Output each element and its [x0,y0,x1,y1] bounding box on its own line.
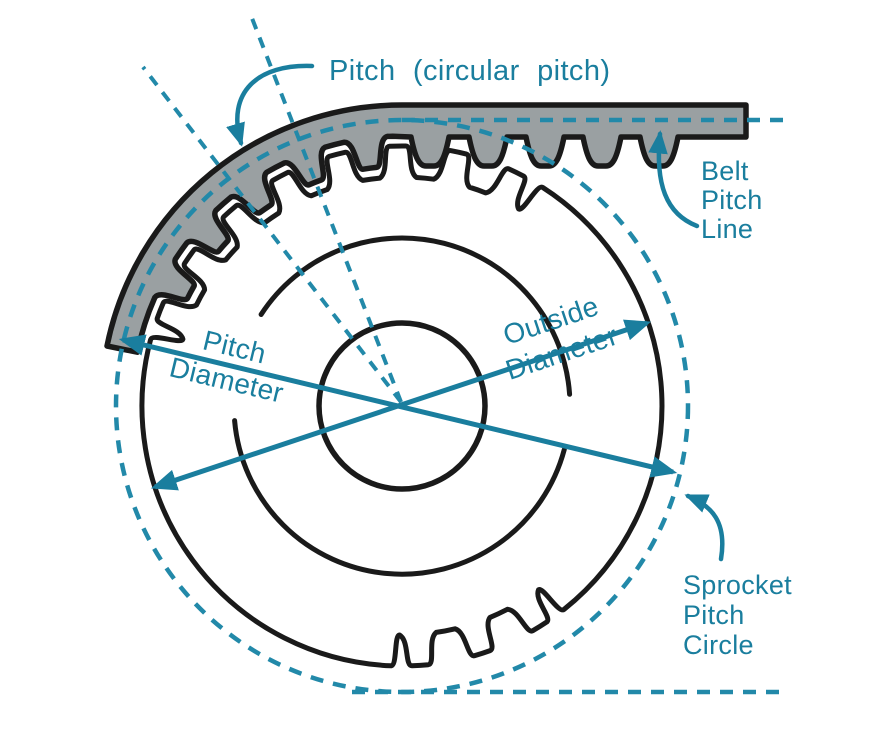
svg-text:Pitch: Pitch [683,600,745,630]
sprocket-pitch-circle-leader-arrow [684,493,725,562]
svg-text:Line: Line [701,214,753,244]
sprocket-pitch-circle-label: Sprocket Pitch Circle [683,570,792,660]
svg-text:Belt: Belt [701,156,749,186]
belt-pitch-line-leader-arrow [648,130,700,229]
timing-belt [104,102,749,355]
outside-diameter-arrow [150,319,652,491]
pitch-leader-arrow [226,63,315,147]
belt-pitch-line-label: Belt Pitch Line [701,156,763,244]
pitch-circular-pitch-label: Pitch (circular pitch) [329,55,610,87]
outside-diameter-label: Outside Diameter [499,290,621,386]
svg-text:Circle: Circle [683,630,754,660]
svg-text:Sprocket: Sprocket [683,570,792,600]
svg-text:Pitch: Pitch [701,185,763,215]
